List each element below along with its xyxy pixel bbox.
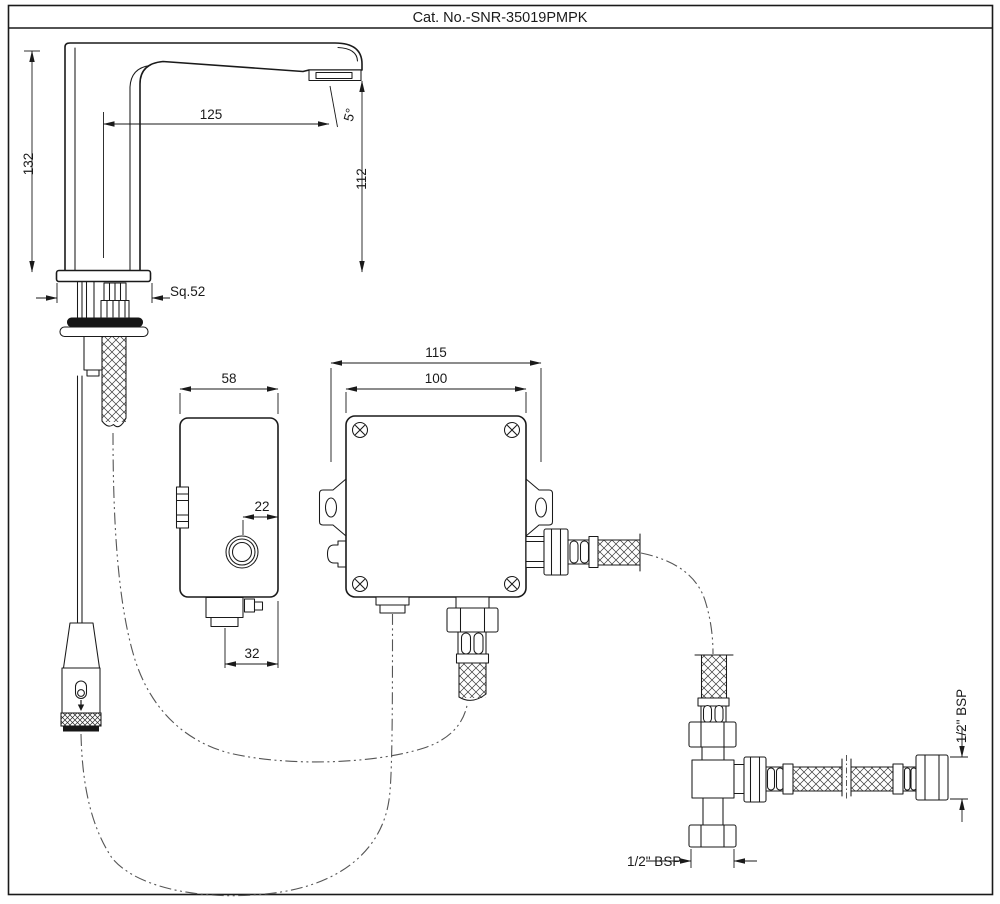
sensor-cable-plug — [60, 622, 102, 732]
dim-label-125: 125 — [200, 107, 223, 122]
dim-outlet-height: 112 — [354, 80, 369, 273]
catalog-number-title: Cat. No.-SNR-35019PMPK — [413, 10, 588, 26]
control-box-right-outlet — [525, 528, 641, 576]
sensor-unit-bottom-connector — [205, 596, 264, 628]
plug-keyway-slot — [74, 680, 88, 700]
tee-bottom-neck — [702, 797, 724, 826]
faucet-body-outline — [64, 42, 363, 272]
control-box — [318, 415, 641, 701]
tee-body — [691, 759, 735, 799]
tee-connector-assembly — [688, 654, 949, 848]
dim-label-32: 32 — [244, 646, 259, 661]
dim-sensor-unit-width: 58 — [179, 371, 279, 414]
base-plate — [55, 269, 152, 283]
dim-base-square: Sq.52 — [36, 283, 205, 303]
screw-icon — [351, 575, 369, 593]
dim-label-5deg: 5° — [341, 107, 359, 123]
base-gasket — [67, 317, 143, 327]
control-box-left-connector — [326, 540, 347, 568]
sensor-unit-side-clip — [175, 486, 190, 529]
tee-bottom-nut — [688, 824, 737, 848]
faucet-inner-corner-arc — [337, 46, 359, 62]
plug-end-band — [63, 726, 99, 732]
dim-total-height: 132 — [21, 50, 40, 273]
faucet-inlet-hose — [101, 336, 127, 428]
aerator-inner — [315, 71, 353, 80]
sensor-control-unit — [175, 417, 279, 628]
control-box-body — [345, 415, 527, 598]
corner-screws — [351, 421, 521, 593]
aerator-outline — [308, 69, 362, 82]
dim-spout-angle: 5° — [329, 85, 359, 128]
screw-icon — [503, 421, 521, 439]
dim-spout-reach: 125 — [103, 107, 330, 258]
dim-label-58: 58 — [221, 371, 236, 386]
control-box-right-ear — [525, 478, 554, 537]
sensor-faucet-side-view — [55, 42, 363, 624]
tee-top-neck — [701, 746, 725, 761]
dim-label-112: 112 — [354, 168, 369, 190]
dim-inlet-thread: 1/2" BSP — [627, 849, 757, 869]
plug-strain-relief — [62, 622, 101, 669]
base-washer — [59, 326, 149, 338]
control-box-bottom-outlet — [446, 596, 499, 701]
sheet-border — [7, 4, 994, 896]
dim-label-115: 115 — [425, 345, 447, 360]
screw-icon — [503, 575, 521, 593]
tee-top-nut — [688, 721, 737, 748]
dim-box-overall-width: 115 — [330, 345, 542, 462]
sensor-eye — [225, 535, 259, 569]
hose-routing-phantom-lines — [80, 432, 714, 897]
faucet-inner-line-right — [129, 64, 151, 271]
control-box-cable-port — [375, 596, 410, 614]
dim-label-bsp-right: 1/2" BSP — [954, 689, 969, 743]
plug-knurled-ring — [60, 712, 102, 727]
hose-break-symbol — [841, 755, 852, 800]
dim-label-sq52: Sq.52 — [170, 284, 205, 299]
faucet-shank-assembly — [59, 280, 149, 377]
dim-sensor-offset: 22 — [242, 499, 279, 535]
plug-keyway-pin — [77, 689, 85, 697]
tee-end-nut — [915, 754, 949, 801]
dim-label-132: 132 — [21, 153, 36, 176]
tee-right-branch — [733, 754, 949, 803]
sensor-cable — [76, 375, 83, 624]
dim-label-22: 22 — [254, 499, 269, 514]
plug-orientation-arrow — [77, 700, 85, 711]
control-box-left-ear — [318, 478, 347, 537]
dim-box-body-width: 100 — [345, 371, 527, 413]
supply-hose-routing-curve — [640, 552, 714, 655]
faucet-hose-routing-curve — [112, 432, 469, 763]
dimensions: 132 125 5° 112 Sq.52 58 — [21, 50, 969, 869]
mounting-nut — [83, 335, 103, 371]
tee-top-hose — [694, 654, 734, 724]
dim-label-bsp-bottom: 1/2" BSP — [627, 854, 681, 869]
screw-icon — [351, 421, 369, 439]
dim-label-100: 100 — [425, 371, 448, 386]
dim-sensor-unit-outlet: 32 — [224, 601, 279, 668]
dim-outlet-thread: 1/2" BSP — [950, 689, 969, 822]
sensor-cable-routing-curve — [80, 613, 394, 897]
